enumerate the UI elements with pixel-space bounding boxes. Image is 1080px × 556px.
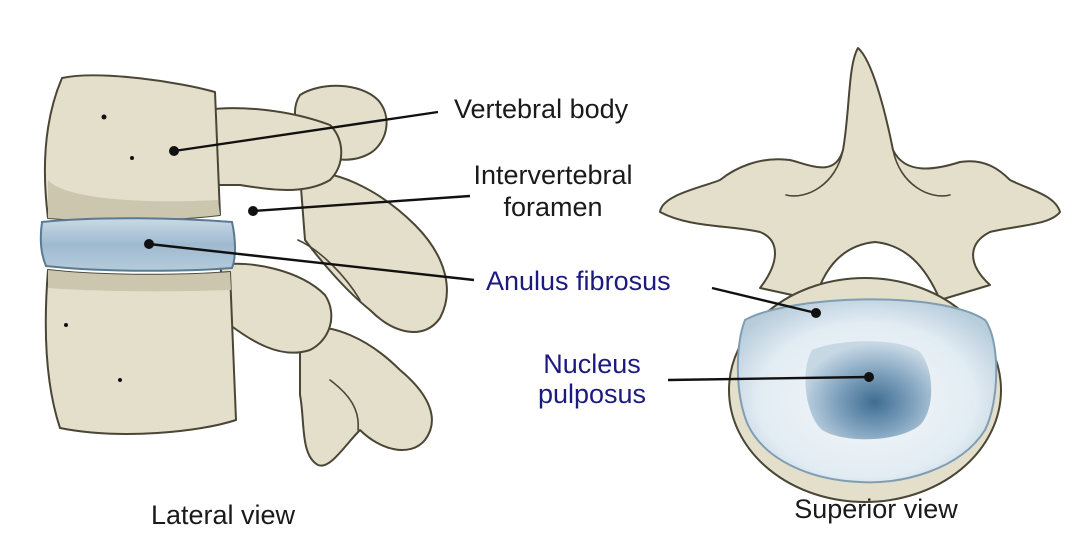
lower-spinous-process bbox=[300, 327, 432, 465]
pointer-dot-anulus-superior bbox=[811, 308, 821, 318]
caption-superior-view: Superior view bbox=[794, 494, 958, 524]
label-intervertebral-line2: foramen bbox=[503, 192, 602, 222]
label-vertebral-body: Vertebral body bbox=[454, 94, 629, 124]
body-mark bbox=[130, 156, 134, 160]
superior-nucleus-pulposus bbox=[805, 341, 931, 439]
label-nucleus-line2: pulposus bbox=[538, 379, 646, 409]
body-mark bbox=[64, 323, 68, 327]
label-intervertebral-line1: Intervertebral bbox=[473, 160, 632, 190]
pointer-dot-intervertebral-foramen bbox=[248, 206, 258, 216]
caption-lateral-view: Lateral view bbox=[151, 500, 296, 530]
pedicle-lower bbox=[220, 264, 331, 353]
lateral-disc bbox=[41, 218, 235, 271]
superior-vertebral-arch bbox=[660, 48, 1060, 300]
label-nucleus-line1: Nucleus bbox=[543, 349, 641, 379]
pointer-dot-vertebral-body bbox=[169, 146, 179, 156]
label-anulus-fibrosus: Anulus fibrosus bbox=[486, 266, 671, 296]
pointer-dot-anulus-lateral bbox=[144, 239, 154, 249]
superior-view-illustration bbox=[660, 48, 1060, 502]
pointer-dot-nucleus-pulposus bbox=[864, 372, 874, 382]
body-mark bbox=[118, 378, 122, 382]
body-mark bbox=[102, 115, 107, 120]
lower-vertebral-body bbox=[46, 270, 236, 434]
